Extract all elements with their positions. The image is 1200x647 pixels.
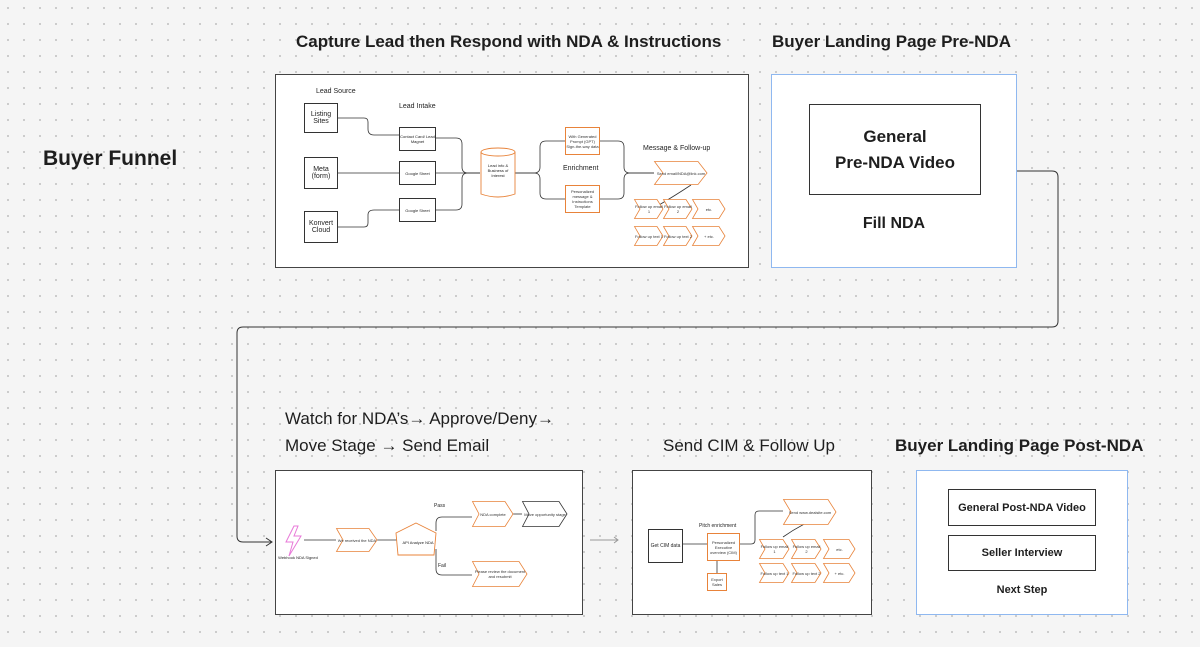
cim-frame: Get CIM data Pitch enrichment Personaliz… xyxy=(632,470,872,615)
source-meta-form: Meta (form) xyxy=(304,157,338,189)
followup-label: Message & Follow-up xyxy=(643,145,711,152)
main-title: Buyer Funnel xyxy=(43,147,178,170)
landing-pre-frame: General Pre-NDA Video Fill NDA xyxy=(771,74,1017,268)
pass-label: Pass xyxy=(434,503,446,509)
watch-connectors xyxy=(285,513,522,576)
followup-email-2: Follow up email 2 xyxy=(662,199,693,219)
next-step-label: Next Step xyxy=(996,584,1048,596)
followup-email-1: Follow up email 1 xyxy=(633,199,664,219)
cim-followup-email-1: Follow up email 1 xyxy=(758,539,790,559)
enrichment-bottom: Personalized message & Instructions Temp… xyxy=(565,185,600,213)
ai-analysis-label: API Analyze NDA xyxy=(402,540,434,545)
pass-step: NDA complete xyxy=(471,501,514,527)
landing-post-title: Buyer Landing Page Post-NDA xyxy=(895,436,1144,455)
landing-post-frame: General Post-NDA Video Seller Interview … xyxy=(916,470,1128,615)
cim-send-step: Send www.dealsite.com xyxy=(782,499,837,525)
fill-nda-label: Fill NDA xyxy=(862,215,926,232)
pre-nda-video-line2: Pre-NDA Video xyxy=(835,152,955,172)
database-icon xyxy=(480,147,516,198)
enrichment-top: With Generated Prompt (GPT) Sign-the-way… xyxy=(565,127,600,155)
fail-step: Please review the document and resubmit xyxy=(471,561,528,587)
lightning-bolt-icon xyxy=(285,525,302,557)
get-cim-box: Get CIM data xyxy=(648,529,683,563)
cim-followup-email-etc: etc. xyxy=(822,539,856,559)
followup-text-2: Follow up text 2 xyxy=(662,226,693,246)
enrichment-label: Enrichment xyxy=(563,165,599,172)
source-konvert-cloud: Konvert Cloud xyxy=(304,211,338,243)
pre-nda-video-line1: General xyxy=(863,126,927,146)
export-sales-box: Export Sales xyxy=(707,573,727,591)
intake-google-sheet-1: Google Sheet xyxy=(399,161,436,185)
received-step: We received the NDA xyxy=(335,528,378,552)
watch-title-line2: Move Stage → Send Email xyxy=(285,436,490,455)
followup-text-etc: + etc. xyxy=(691,226,726,246)
watch-frame: Webhook NDA Signed We received the NDA A… xyxy=(275,470,583,615)
lead-source-label: Lead Source xyxy=(316,88,356,95)
followup-email-etc: etc. xyxy=(691,199,726,219)
cim-title: Send CIM & Follow Up xyxy=(663,436,835,455)
pre-nda-video[interactable]: General Pre-NDA Video xyxy=(809,104,981,195)
pentagon-analysis-shape xyxy=(395,522,437,556)
followup-text-1: Follow up text 1 xyxy=(633,226,664,246)
cim-followup-text-2: Follow up text 2 xyxy=(790,563,822,583)
capture-section-title: Capture Lead then Respond with NDA & Ins… xyxy=(296,32,722,51)
webhook-label: Webhook NDA Signed xyxy=(278,555,318,560)
lead-intake-label: Lead Intake xyxy=(399,103,436,110)
send-email-step: Send email/NDA@link.com xyxy=(653,161,708,185)
post-nda-video[interactable]: General Post-NDA Video xyxy=(948,489,1096,526)
seller-interview[interactable]: Seller Interview xyxy=(948,535,1096,571)
cim-followup-text-1: Follow up text 1 xyxy=(758,563,790,583)
source-listing-sites: Listing Sites xyxy=(304,103,338,133)
landing-pre-title: Buyer Landing Page Pre-NDA xyxy=(772,32,1011,51)
watch-title-line1: Watch for NDA’s→ Approve/Deny→ xyxy=(285,409,554,428)
move-stage-step: Move opportunity stage xyxy=(521,501,568,527)
capture-connectors xyxy=(337,117,692,228)
lead-database: Lead info & Business of Interest xyxy=(480,147,516,199)
personalize-box: Personalized Executive overview (CIM) xyxy=(707,533,740,561)
cim-followup-text-etc: + etc. xyxy=(822,563,856,583)
pitch-enrichment-label: Pitch enrichment xyxy=(699,523,737,529)
fail-label: Fail xyxy=(438,563,447,569)
cim-followup-email-2: Follow up email 2 xyxy=(790,539,822,559)
intake-google-sheet-2: Google Sheet xyxy=(399,198,436,222)
intake-contact-card: Contact Card/ Lead Magnet xyxy=(399,127,436,151)
capture-frame: Lead Source Lead Intake Listing Sites Me… xyxy=(275,74,749,268)
